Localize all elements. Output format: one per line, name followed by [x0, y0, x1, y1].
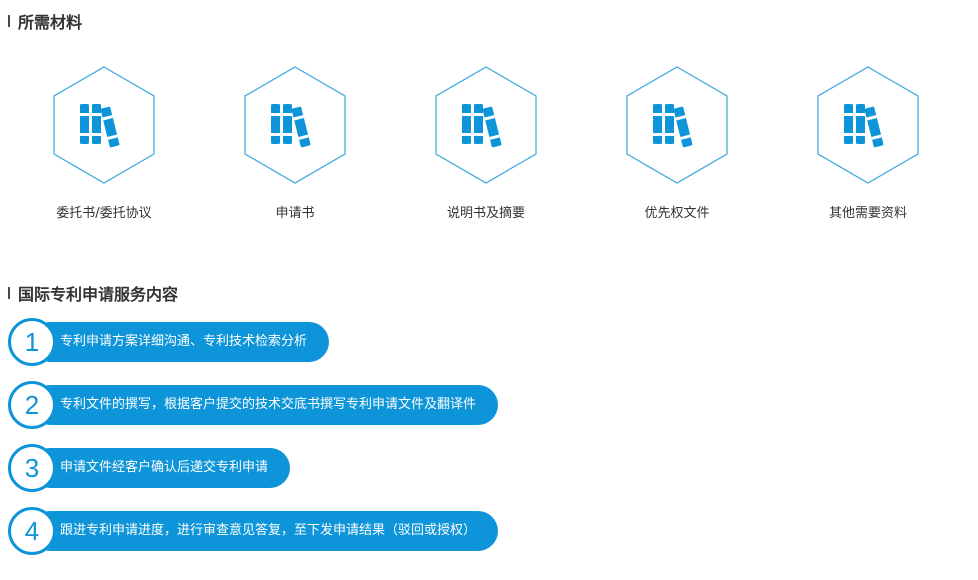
materials-list: 委托书/委托协议 申请书: [0, 66, 978, 226]
hexagon-frame: [244, 66, 346, 184]
services-title-text: 国际专利申请服务内容: [18, 285, 179, 304]
step-number-badge: 1: [8, 318, 56, 366]
hexagon-frame: [626, 66, 728, 184]
title-bar-marker: [8, 287, 10, 299]
hexagon-frame: [817, 66, 919, 184]
step-text-pill: 专利申请方案详细沟通、专利技术检索分析: [30, 322, 330, 362]
step-text-pill: 申请文件经客户确认后递交专利申请: [30, 448, 291, 488]
materials-section-title: 所需材料: [8, 11, 83, 32]
step-text-pill: 跟进专利申请进度，进行审查意见答复，至下发申请结果（驳回或授权）: [30, 511, 499, 551]
material-item-power-of-attorney: 委托书/委托协议: [19, 66, 189, 221]
step-number-badge: 3: [8, 444, 56, 492]
hexagon-frame: [53, 66, 155, 184]
material-item-priority-document: 优先权文件: [592, 66, 762, 221]
material-label: 申请书: [275, 206, 315, 221]
material-item-specification: 说明书及摘要: [401, 66, 571, 221]
services-section-title: 国际专利申请服务内容: [8, 283, 179, 304]
title-bar-marker: [8, 15, 10, 27]
books-icon: [844, 104, 884, 148]
step-text-pill: 专利文件的撰写，根据客户提交的技术交底书撰写专利申请文件及翻译件: [30, 385, 499, 425]
material-label: 优先权文件: [644, 206, 710, 221]
material-label: 委托书/委托协议: [56, 206, 152, 221]
materials-title-text: 所需材料: [18, 13, 83, 32]
books-icon: [653, 104, 693, 148]
material-label: 其他需要资料: [828, 206, 907, 221]
books-icon: [271, 104, 311, 148]
step-number-badge: 4: [8, 507, 56, 555]
material-item-other-documents: 其他需要资料: [783, 66, 953, 221]
step-number-badge: 2: [8, 381, 56, 429]
material-item-application-form: 申请书: [210, 66, 380, 221]
material-label: 说明书及摘要: [446, 206, 525, 221]
books-icon: [462, 104, 502, 148]
books-icon: [80, 104, 120, 148]
hexagon-frame: [435, 66, 537, 184]
